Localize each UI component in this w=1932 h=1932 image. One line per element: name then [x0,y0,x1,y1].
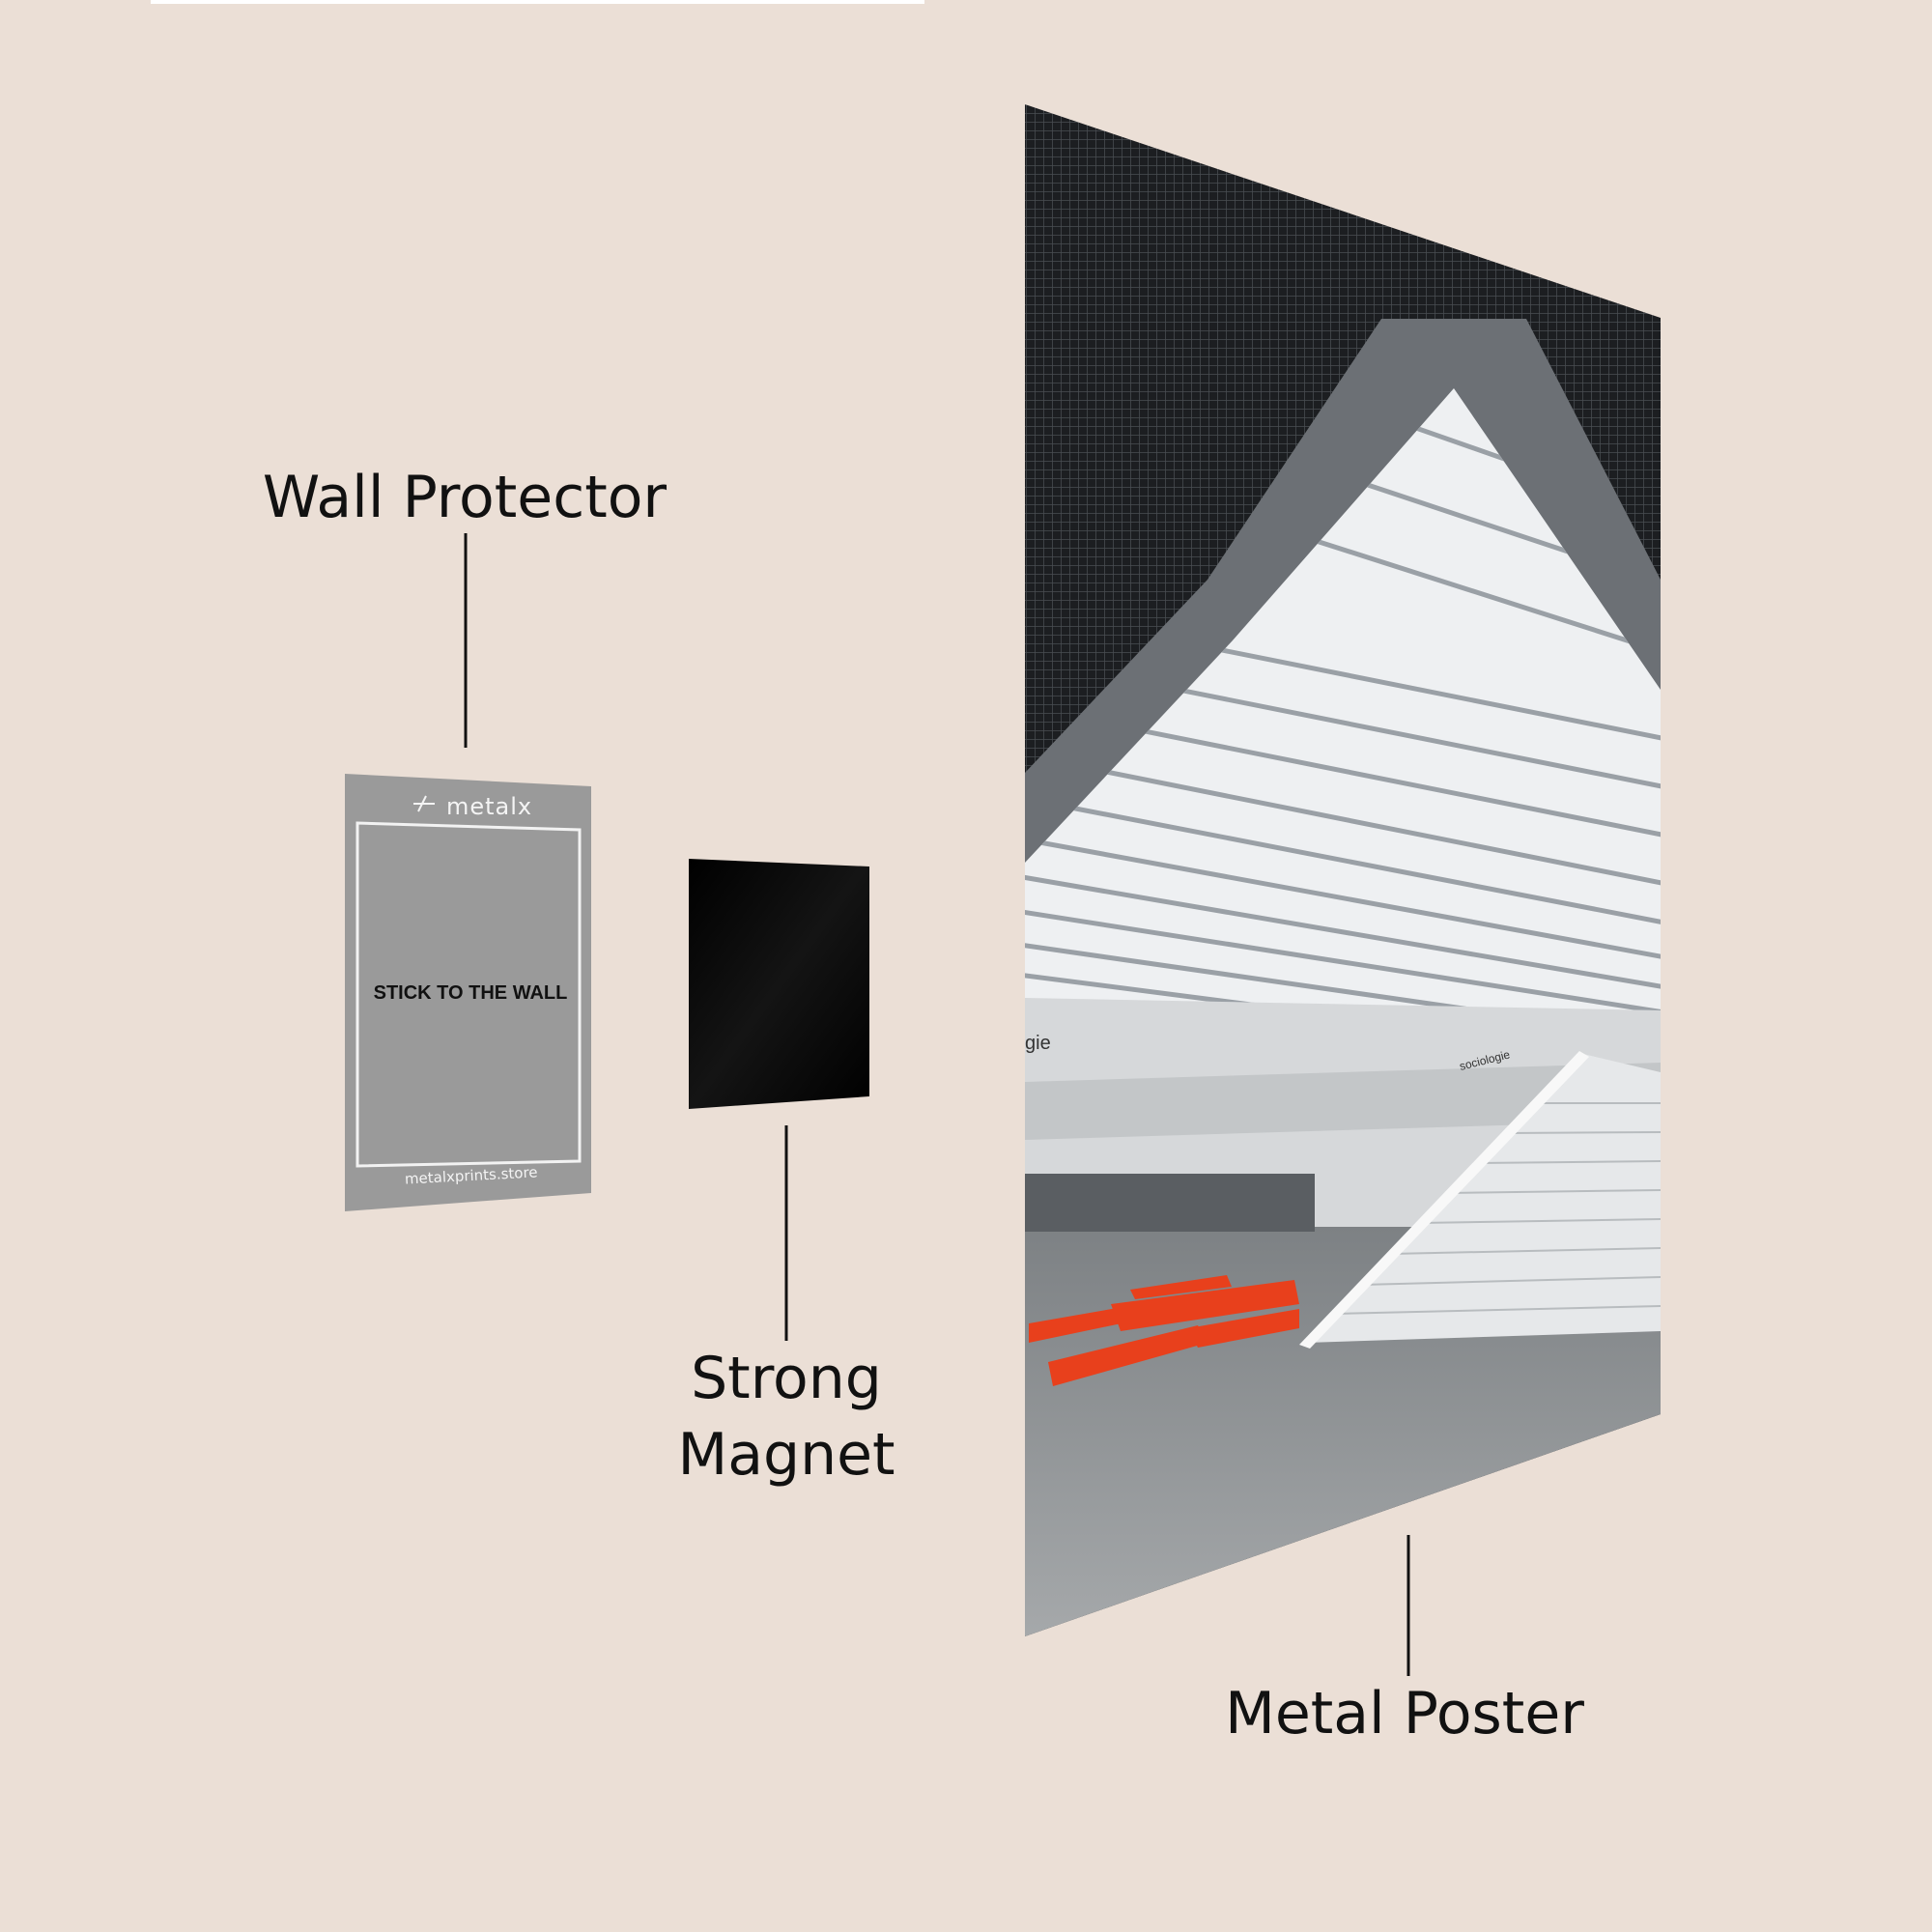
metalx-logo: metalx [446,793,532,820]
poster-signage-left: gie [1025,1033,1051,1054]
strong-magnet-label-line1: Strong [691,1345,882,1412]
stick-to-wall-text: STICK TO THE WALL [374,982,568,1004]
red-benches [1029,1275,1299,1386]
strong-magnet [689,859,869,1109]
staircase [1306,1054,1661,1343]
metalx-logo-icon [413,795,435,812]
metal-poster-label: Metal Poster [1225,1680,1584,1747]
metal-poster: gie sociologie [1025,104,1661,1636]
wall-protector-label: Wall Protector [263,464,668,531]
top-bar [151,0,924,4]
strong-magnet-label-line2: Magnet [677,1421,895,1489]
wall-protector: metalx STICK TO THE WALL metalxprints.st… [345,774,591,1211]
